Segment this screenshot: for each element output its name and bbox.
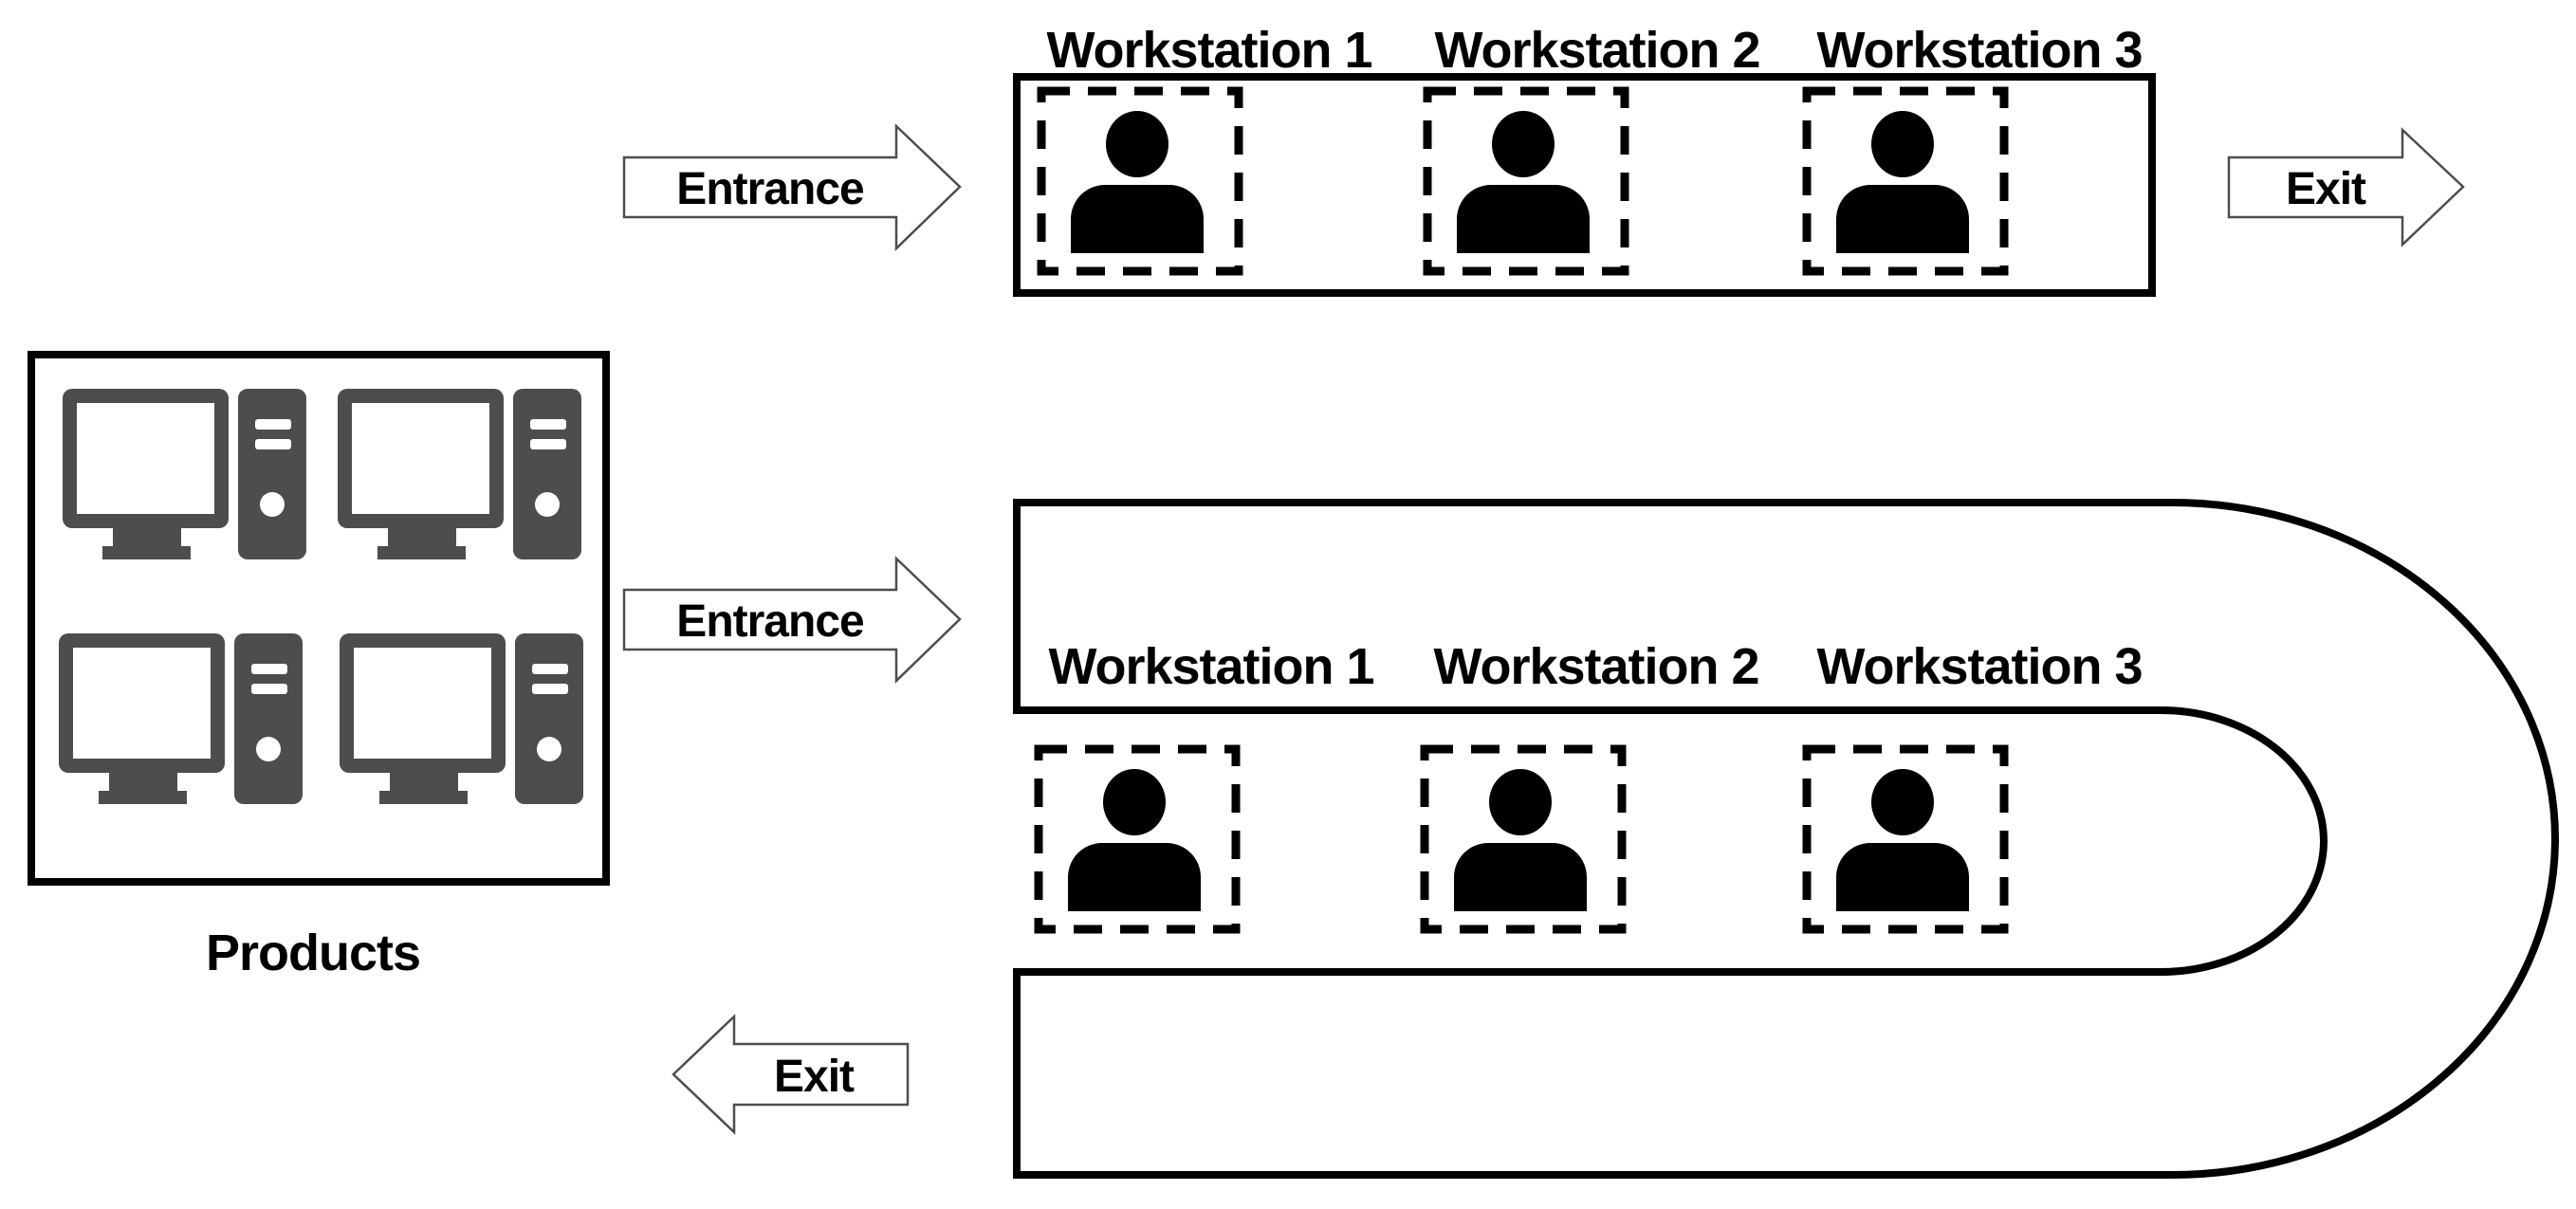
entrance-arrow-right-icon — [622, 123, 962, 251]
operator-dashed-box — [1423, 86, 1629, 276]
entrance-arrow-right-icon — [622, 556, 962, 684]
operator-dashed-box — [1034, 744, 1241, 934]
u-line-entrance-label: Entrance — [676, 596, 864, 647]
products-section — [28, 351, 610, 886]
operator-dashed-box — [1802, 86, 2009, 276]
operator-dashed-box — [1420, 744, 1627, 934]
straight-line-workstation-2-label: Workstation 2 — [1434, 22, 1760, 79]
u-line-workstation-1-label: Workstation 1 — [1048, 638, 1374, 695]
u-line-section — [622, 499, 2559, 1179]
u-line-workstation-2-label: Workstation 2 — [1433, 638, 1759, 695]
operator-station-2 — [1420, 744, 1627, 934]
straight-line-workstation-3-label: Workstation 3 — [1816, 22, 2143, 79]
operator-station-3 — [1802, 86, 2009, 276]
straight-line-section — [622, 73, 2465, 297]
operator-station-3 — [1802, 744, 2009, 934]
operator-dashed-box — [1802, 744, 2009, 934]
products-label: Products — [205, 925, 421, 981]
u-line-workstation-3-label: Workstation 3 — [1816, 638, 2143, 695]
straight-line-belt — [1013, 73, 2156, 297]
exit-arrow-right-icon — [2227, 127, 2465, 247]
operator-station-2 — [1423, 86, 1629, 276]
operator-dashed-box — [1037, 86, 1243, 276]
person-icon — [1454, 769, 1587, 911]
straight-line-entrance-label: Entrance — [676, 164, 864, 214]
person-icon — [1836, 769, 1969, 911]
u-line-exit-label: Exit — [773, 1052, 855, 1102]
person-icon — [1068, 769, 1201, 911]
operator-station-1 — [1034, 744, 1241, 934]
exit-arrow-left-icon — [672, 1014, 910, 1135]
u-shaped-belt — [1013, 499, 2559, 1179]
operator-station-1 — [1037, 86, 1243, 276]
straight-line-workstation-1-label: Workstation 1 — [1046, 22, 1372, 79]
straight-line-exit-label: Exit — [2285, 164, 2366, 214]
